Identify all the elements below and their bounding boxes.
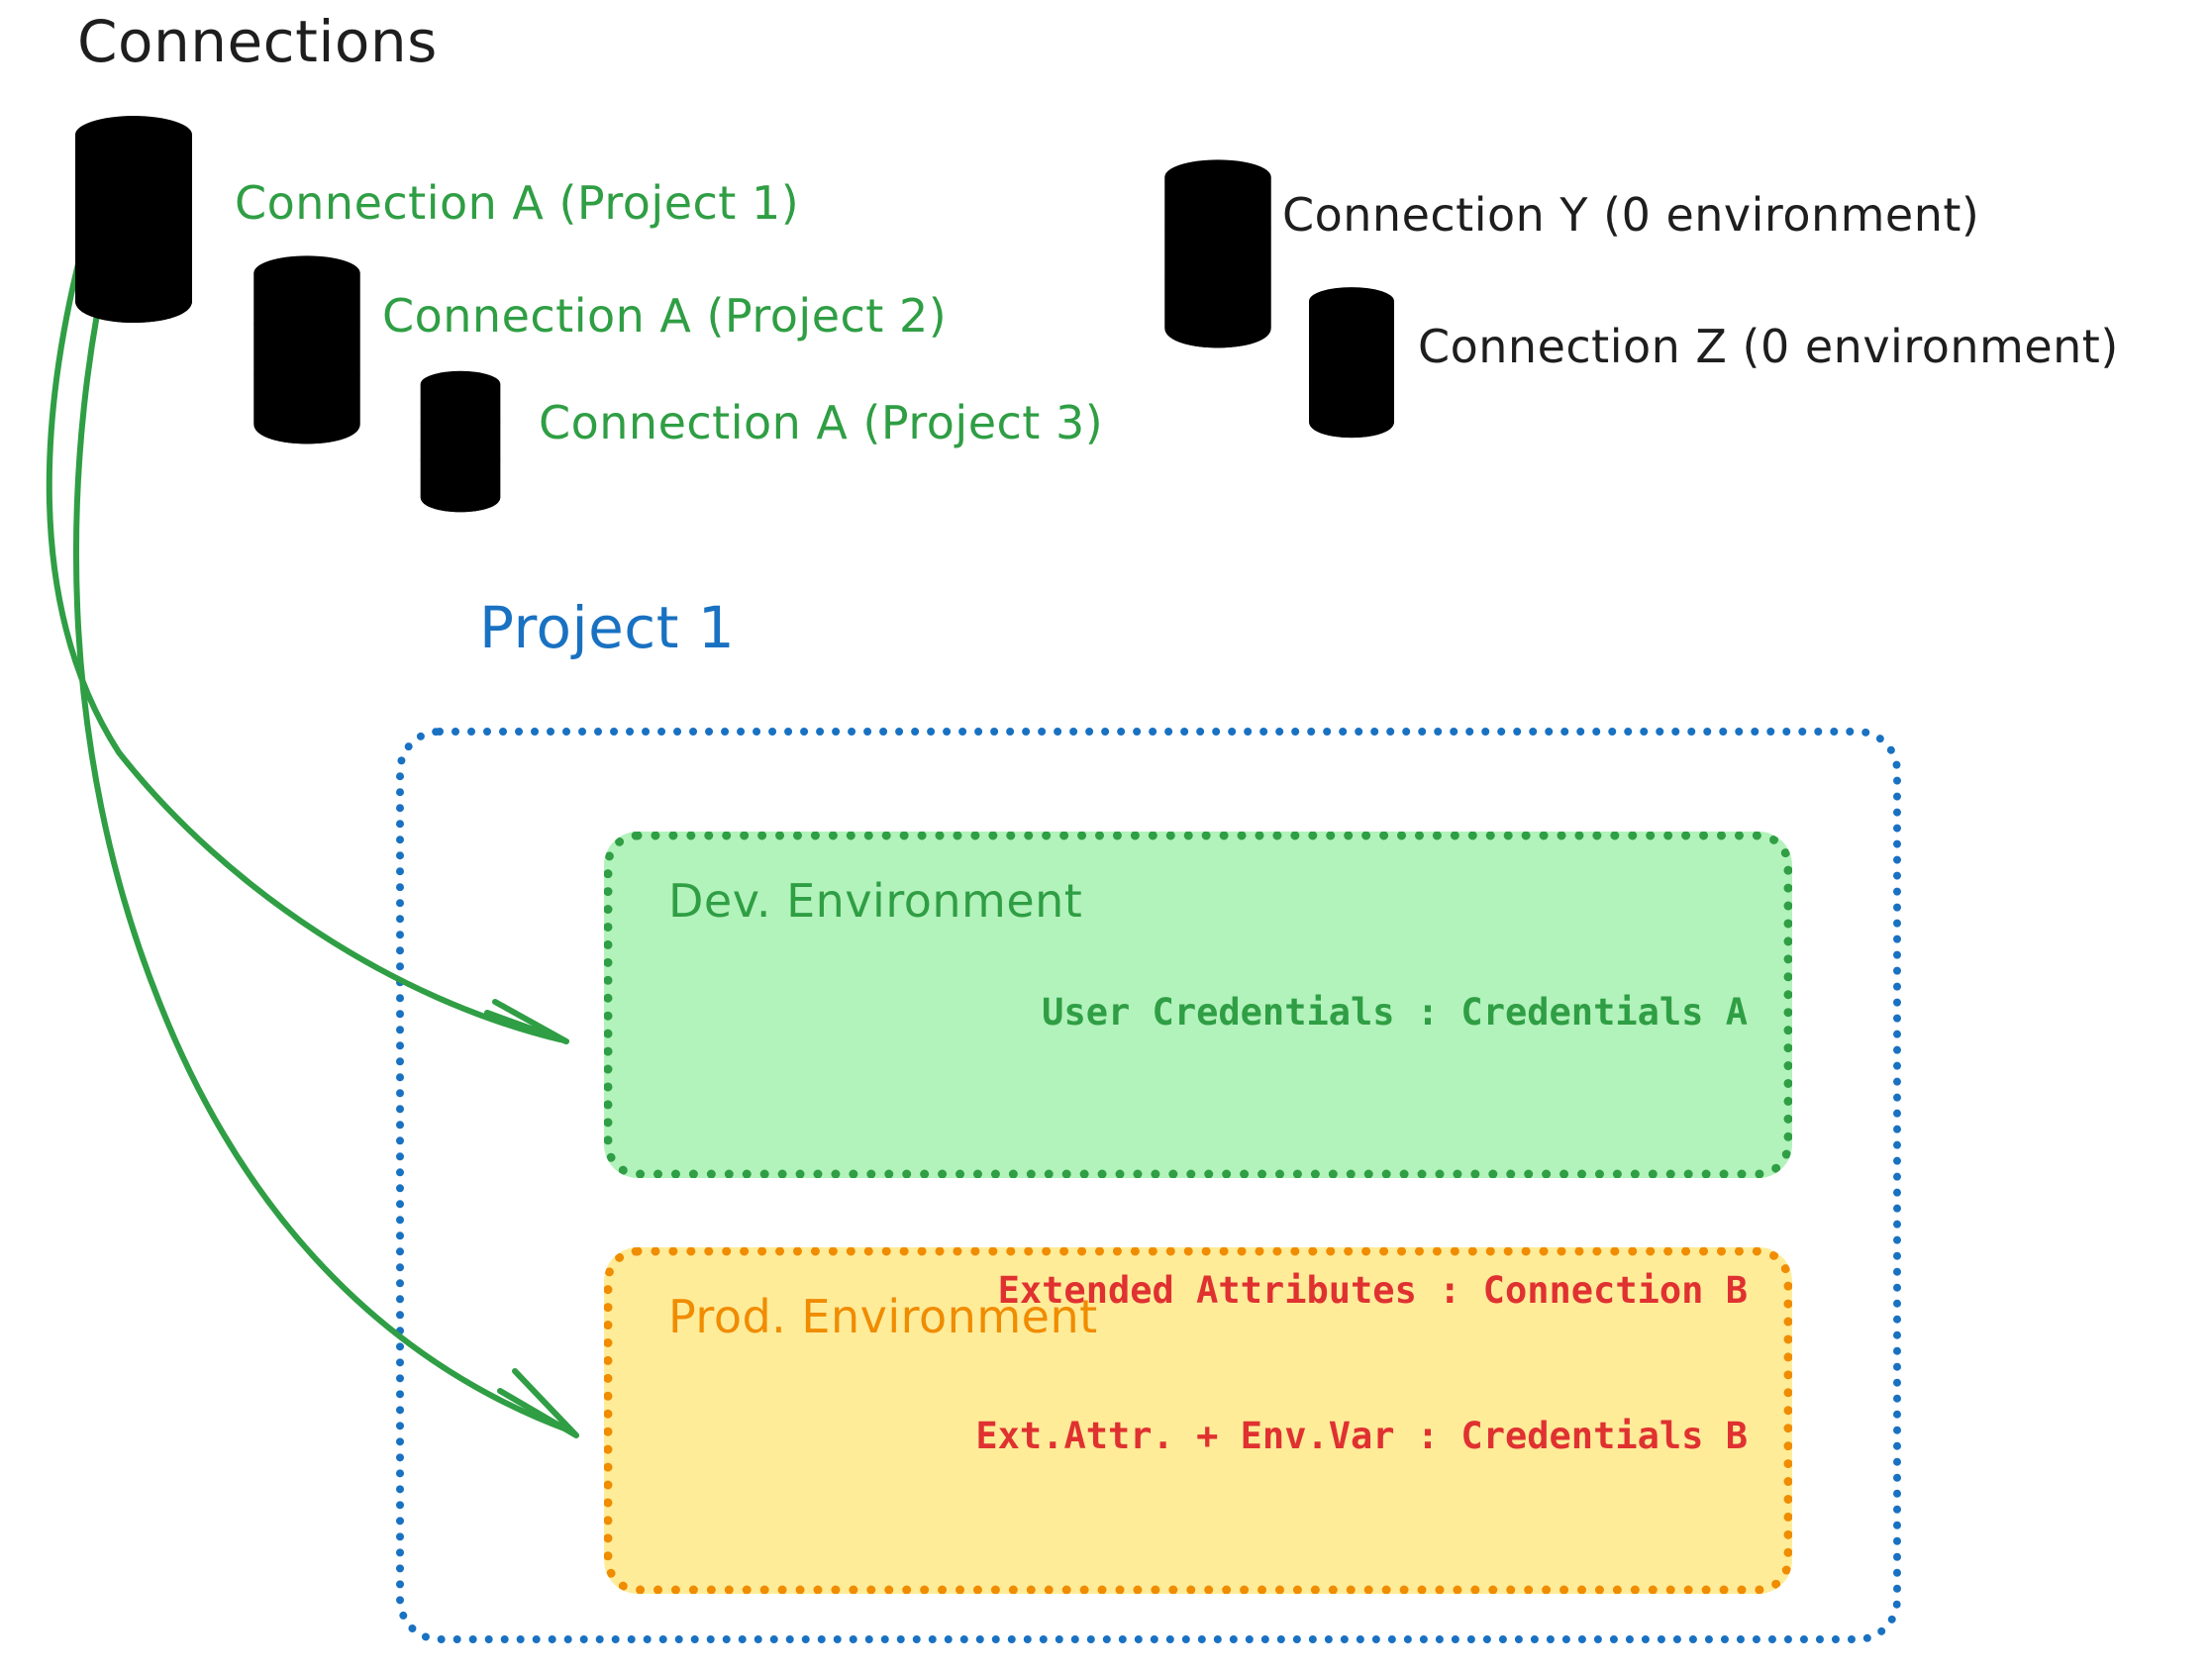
connections-heading: Connections: [77, 8, 438, 75]
dev-environment-box: Dev. Environment User Credentials : Cred…: [604, 832, 1792, 1178]
project-title: Project 1: [479, 594, 736, 661]
connection-label-a-project-2: Connection A (Project 2): [382, 289, 948, 343]
dev-environment-details: User Credentials : Credentials A: [1042, 892, 1748, 1133]
dev-environment-title: Dev. Environment: [668, 874, 1083, 928]
database-icon-connection-z: [1309, 287, 1394, 439]
prod-environment-details: Extended Attributes : Connection B Ext.A…: [975, 1170, 1748, 1557]
prod-environment-line-2: Ext.Attr. + Env.Var : Credentials B: [975, 1414, 1748, 1457]
prod-environment-title: Prod. Environment: [668, 1290, 1098, 1343]
connection-label-a-project-1: Connection A (Project 1): [235, 176, 800, 230]
dev-environment-line: User Credentials : Credentials A: [1042, 990, 1748, 1034]
connection-label-y: Connection Y (0 environment): [1282, 188, 1980, 242]
connection-label-a-project-3: Connection A (Project 3): [539, 396, 1104, 449]
database-icon-connection-a-project-1: [75, 116, 192, 323]
database-icon-connection-y: [1164, 159, 1271, 348]
prod-environment-box: Prod. Environment Extended Attributes : …: [604, 1247, 1792, 1594]
database-icon-connection-a-project-3: [420, 370, 501, 513]
connection-label-z: Connection Z (0 environment): [1418, 320, 2119, 373]
prod-environment-line-1: Extended Attributes : Connection B: [997, 1269, 1748, 1313]
database-icon-connection-a-project-2: [253, 255, 360, 444]
